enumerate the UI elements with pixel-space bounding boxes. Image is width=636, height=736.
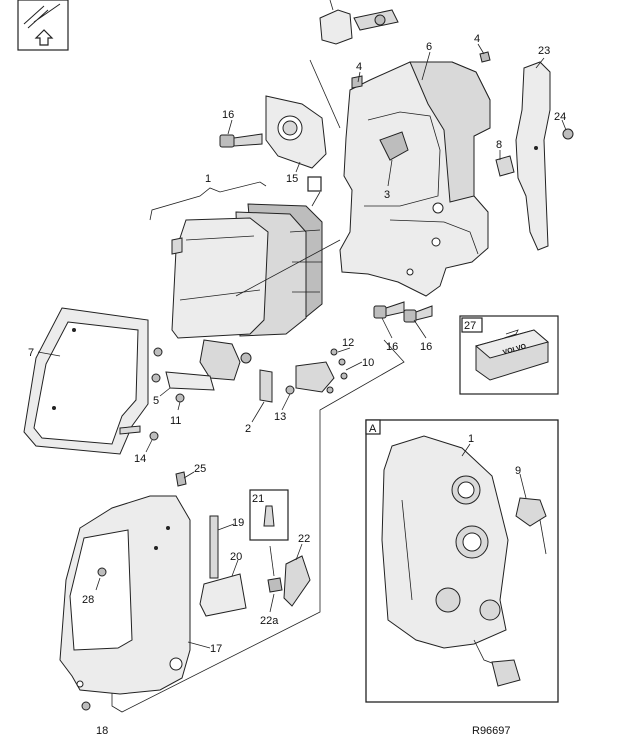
label-1: 1 [205,173,211,185]
label-3: 3 [384,189,390,201]
label-22: 22 [298,533,310,545]
headlamp-housing [339,61,491,297]
label-25: 25 [194,463,206,475]
side-bracket [515,61,551,251]
headlamp-brace [149,181,267,221]
leader-lines [37,43,567,649]
label-8: 8 [496,139,502,151]
top-bulb-bracket [319,0,399,45]
detail-marker-a-frame [307,176,322,192]
label-9: 9 [515,465,521,477]
label-7: 7 [28,347,34,359]
clip-4-right [479,51,491,63]
label-2: 2 [245,423,251,435]
label-19: 19 [232,517,244,529]
label-6: 6 [426,41,432,53]
label-13: 13 [274,411,286,423]
screw-left-upper [153,347,163,357]
case-inset [459,315,559,395]
label-14: 14 [134,453,146,465]
label-11: 11 [170,415,181,427]
detail-marker-a-box: A [369,423,377,435]
label-12: 12 [342,337,354,349]
clip-8 [495,155,515,177]
screw-16-mid-a [373,301,405,319]
screw-5 [151,373,161,383]
screw-18 [81,701,91,711]
label-27: 27 [464,320,476,332]
adjuster-mechanism [165,339,348,403]
label-4-top: 4 [356,61,362,73]
mounting-plate [265,95,327,169]
label-1-detail: 1 [468,433,474,445]
screw-16-mid-b [403,305,433,323]
label-23: 23 [538,45,550,57]
screw-top [219,133,263,148]
screw-11 [175,393,185,403]
label-15: 15 [286,173,298,185]
top-left-inset [17,0,69,51]
label-5: 5 [153,395,159,407]
headlamp-frame [23,307,149,455]
drawing-reference: R96697 [472,725,511,736]
clip-25 [175,471,187,487]
label-28: 28 [82,594,94,606]
assembly-outline [111,339,405,713]
label-4-right: 4 [474,33,480,45]
up-arrow-icon [34,29,54,46]
label-22a: 22a [260,615,279,627]
lens-20 [199,573,247,617]
label-17: 17 [210,643,222,655]
label-24: 24 [554,111,566,123]
headlamp-unit [171,203,323,339]
label-20: 20 [230,551,242,563]
detail-a-box [365,419,559,703]
label-10: 10 [362,357,374,369]
screw-14 [149,431,159,441]
label-21: 21 [252,493,264,505]
strip-19 [209,515,219,579]
holder-22 [267,545,311,607]
label-18: 18 [96,725,108,736]
corner-cover [59,495,191,695]
screw-24 [562,128,574,140]
label-16-mid-a: 16 [386,341,398,353]
bulb-21-inset [249,489,289,541]
clip-4-top [351,75,363,89]
label-16-mid-b: 16 [420,341,432,353]
label-16-top: 16 [222,109,234,121]
